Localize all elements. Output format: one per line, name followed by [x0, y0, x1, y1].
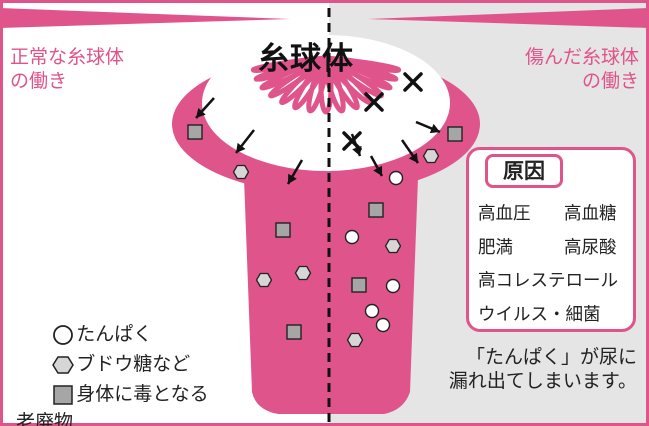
cause-title: 原因	[485, 154, 563, 188]
renal-tubule	[244, 178, 418, 414]
cause-item-virus-bacteria: ウイルス・細菌	[478, 305, 601, 325]
capillary-loop	[306, 57, 332, 114]
legend: たんぱく ブドウ糖など 身体に毒となる 老廃物	[16, 292, 209, 426]
hexagon-icon	[52, 355, 75, 374]
x-mark-stroke	[403, 72, 423, 92]
glucose-hexagon	[294, 265, 312, 281]
glucose-hexagon	[255, 272, 273, 288]
particles	[187, 124, 463, 348]
healthy-glomerulus-label: 正常な糸球体 の働き	[10, 46, 125, 92]
glucose-hexagon	[384, 238, 402, 254]
arrow-head	[408, 152, 418, 163]
x-mark-stroke	[364, 92, 384, 112]
capillary-loop	[318, 57, 334, 115]
legend-label-waste: 身体に毒となる 老廃物	[16, 383, 209, 426]
cause-item-hypertension: 高血圧	[478, 204, 531, 224]
capillary-loops	[251, 55, 401, 115]
arrow-head	[429, 123, 440, 134]
legend-item-glucose: ブドウ糖など	[16, 322, 209, 375]
efferent-vessel	[368, 8, 649, 28]
waste-square	[447, 126, 463, 142]
diagram-title: 糸球体	[258, 41, 354, 77]
cause-item-cholesterol: 高コレステロール	[478, 271, 618, 291]
legend-item-protein: たんぱく	[16, 292, 209, 345]
arrow-head	[196, 107, 206, 118]
waste-square	[187, 124, 203, 140]
damaged-glomerulus-label: 傷んだ糸球体 の働き	[524, 46, 639, 92]
cause-item-obesity: 肥満	[478, 238, 513, 258]
capillary-loop	[292, 56, 332, 111]
waste-square	[368, 202, 384, 218]
waste-square	[275, 222, 291, 238]
arrow-head	[236, 142, 246, 153]
cause-item-hyperuricemia: 高尿酸	[564, 238, 617, 258]
protein-circle	[344, 229, 360, 245]
filtration-arrows	[195, 97, 441, 185]
square-icon	[53, 384, 73, 405]
arrow-head	[288, 173, 297, 184]
capillary-loop	[324, 55, 401, 73]
circle-icon	[53, 324, 74, 345]
protein-circle	[385, 278, 401, 294]
glucose-hexagon	[422, 148, 440, 164]
afferent-vessel	[0, 8, 290, 28]
protein-circle	[364, 303, 380, 319]
legend-label-protein: たんぱく	[76, 323, 153, 345]
cause-box: 原因 高血圧 高血糖 肥満 高尿酸 高コレステロール ウイルス・細菌	[466, 147, 636, 332]
damage-marks	[342, 72, 423, 151]
cause-item-hyperglycemia: 高血糖	[564, 204, 617, 224]
arrow-head	[373, 165, 383, 176]
protein-circle	[375, 317, 391, 333]
glucose-hexagon	[346, 332, 364, 348]
waste-square	[286, 324, 302, 340]
leakage-note: 「たんぱく」が尿に 漏れ出てしまいます。	[448, 346, 637, 392]
protein-circle	[388, 170, 404, 186]
x-mark-stroke	[342, 131, 362, 151]
waste-square	[351, 277, 367, 293]
legend-label-glucose: ブドウ糖など	[76, 353, 191, 375]
legend-item-waste: 身体に毒となる 老廃物	[16, 352, 209, 426]
glucose-hexagon	[232, 164, 250, 180]
